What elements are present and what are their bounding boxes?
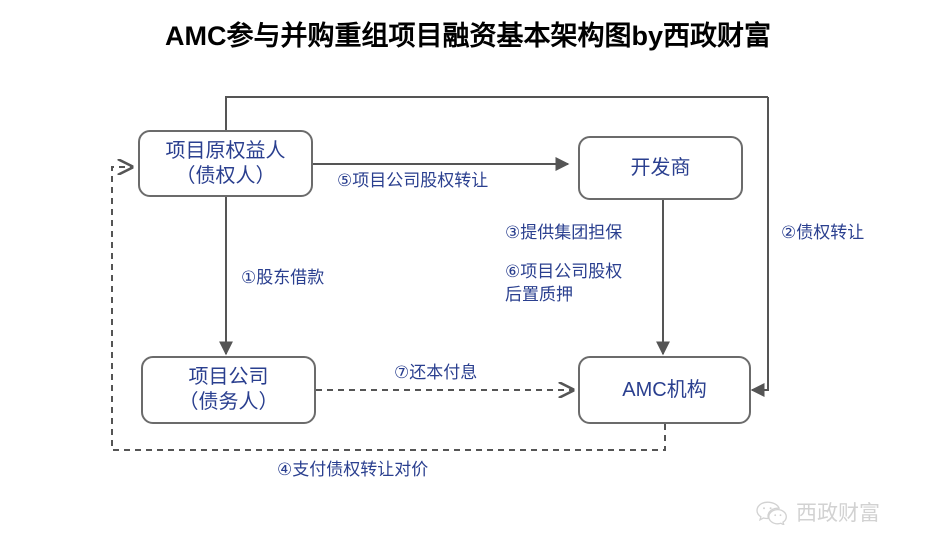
node-project-company-line2: （债务人）	[178, 391, 279, 413]
watermark: 西政财富	[756, 497, 880, 527]
node-original-owner-line2: （债权人）	[175, 164, 276, 187]
node-original-owner-line1: 项目原权益人	[165, 139, 286, 162]
edge-label-3: ③提供集团担保	[505, 223, 623, 242]
edge-label-1: ①股东借款	[241, 268, 325, 287]
edge-label-7: ⑦还本付息	[394, 363, 478, 382]
edge-label-6-line2: 后置质押	[505, 284, 573, 304]
node-project-company[interactable]: 项目公司 （债务人）	[141, 356, 316, 424]
wire-2-debt-transfer-down	[750, 97, 769, 397]
node-developer[interactable]: 开发商	[578, 136, 743, 200]
page-title: AMC参与并购重组项目融资基本架构图by西政财富	[165, 21, 771, 51]
node-amc-line1: AMC机构	[622, 378, 707, 401]
watermark-text: 西政财富	[796, 502, 880, 525]
node-original-owner[interactable]: 项目原权益人 （债权人）	[138, 130, 313, 197]
node-amc[interactable]: AMC机构	[578, 356, 751, 424]
wire-2-debt-transfer-top	[225, 96, 768, 130]
node-project-company-line1: 项目公司	[188, 366, 269, 388]
wechat-icon	[756, 500, 788, 525]
edge-label-2: ②债权转让	[781, 223, 865, 242]
node-developer-line1: 开发商	[630, 156, 691, 179]
edge-label-4: ④支付债权转让对价	[277, 460, 429, 479]
edge-label-6-line1: ⑥项目公司股权	[505, 262, 623, 281]
edge-label-6: ⑥项目公司股权 后置质押	[505, 261, 655, 307]
edge-label-5: ⑤项目公司股权转让	[337, 171, 489, 190]
